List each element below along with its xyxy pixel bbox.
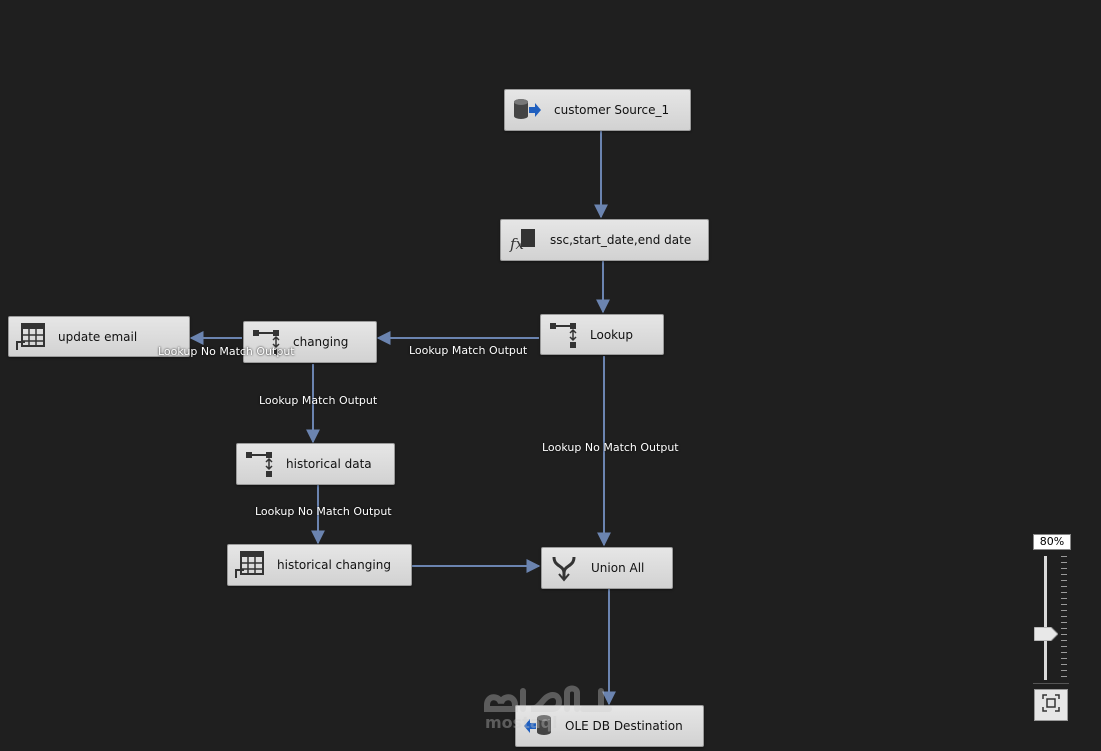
lookup-icon	[546, 320, 580, 350]
node-label: update email	[58, 329, 138, 344]
node-label: Lookup	[590, 327, 633, 342]
ole-db-command-icon	[233, 550, 267, 580]
zoom-level-label: 80%	[1033, 534, 1071, 550]
fit-to-window-icon	[1041, 693, 1061, 717]
union-all-icon	[547, 553, 581, 583]
zoom-divider	[1033, 683, 1069, 684]
node-label: Union All	[591, 561, 645, 575]
path-label-historical-no-match: Lookup No Match Output	[255, 505, 392, 518]
customer-source-node[interactable]: customer Source_1	[504, 89, 691, 131]
zoom-slider-track[interactable]	[1044, 556, 1047, 680]
lookup-icon	[242, 449, 276, 479]
update-email-node[interactable]: update email	[8, 316, 190, 357]
zoom-to-fit-button[interactable]	[1034, 689, 1068, 721]
zoom-slider-thumb[interactable]	[1033, 626, 1059, 642]
historical-changing-node[interactable]: historical changing	[227, 544, 412, 586]
node-label: ssc,start_date,end date	[550, 233, 692, 247]
zoom-slider-ticks	[1061, 556, 1067, 680]
ole-db-destination-node[interactable]: OLE DB Destination	[515, 705, 704, 747]
destination-database-icon	[521, 711, 555, 741]
node-label: changing	[293, 335, 349, 349]
changing-node[interactable]: changing	[243, 321, 377, 363]
svg-text:fx: fx	[509, 235, 525, 253]
historical-data-node[interactable]: historical data	[236, 443, 395, 485]
path-label-lookup-no-match: Lookup No Match Output	[542, 441, 679, 454]
lookup-icon	[249, 327, 283, 357]
ole-db-command-icon	[14, 322, 48, 352]
lookup-node[interactable]: Lookup	[540, 314, 664, 355]
path-label-lookup-match: Lookup Match Output	[409, 344, 528, 357]
mostaql-watermark-logo: mostaql	[483, 675, 618, 735]
node-label: customer Source_1	[554, 103, 670, 117]
node-label: historical changing	[277, 558, 391, 572]
derived-column-node[interactable]: fx ssc,start_date,end date	[500, 219, 709, 261]
path-label-changing-match: Lookup Match Output	[259, 394, 378, 407]
union-all-node[interactable]: Union All	[541, 547, 673, 589]
watermark-text: mostaql	[485, 713, 558, 732]
node-label: historical data	[286, 457, 372, 471]
node-label: OLE DB Destination	[565, 719, 683, 733]
source-database-icon	[510, 95, 544, 125]
path-label-changing-no-match: Lookup No Match Output	[158, 345, 295, 358]
fx-icon: fx	[506, 225, 540, 255]
